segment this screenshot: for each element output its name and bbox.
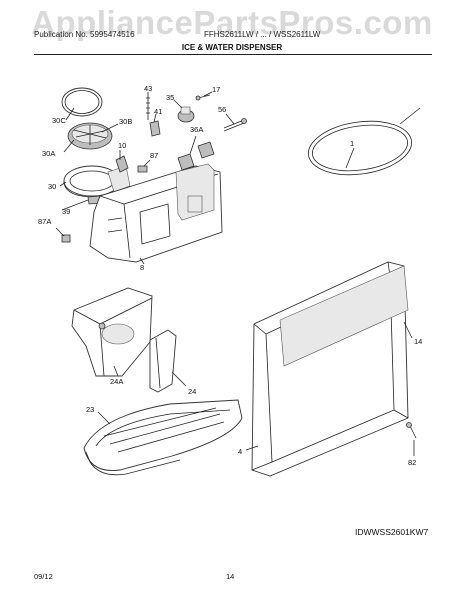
footer-page-number: 14 xyxy=(226,572,235,581)
callout-14: 14 xyxy=(414,337,422,346)
part-23-drip-tray xyxy=(83,399,243,476)
callout-30c: 30C xyxy=(52,116,66,125)
part-24a-chute xyxy=(71,287,153,377)
callout-41: 41 xyxy=(154,107,162,116)
part-17 xyxy=(195,94,211,101)
footer-date: 09/12 xyxy=(34,572,53,581)
part-82-screw xyxy=(406,422,417,439)
part-36a xyxy=(177,141,215,171)
leader-lines xyxy=(55,91,415,456)
callout-56: 56 xyxy=(218,105,226,114)
part-87 xyxy=(137,165,148,173)
header-rule xyxy=(34,54,432,55)
part-41 xyxy=(149,120,161,137)
part-8-housing xyxy=(89,163,223,263)
model-code: IDWWSS2601KW7 xyxy=(355,527,429,537)
part-30a-filter xyxy=(67,122,113,150)
callout-4: 4 xyxy=(238,447,242,456)
diagram-title: ICE & WATER DISPENSER xyxy=(181,43,283,52)
callout-36a: 36A xyxy=(190,125,203,134)
callout-8: 8 xyxy=(140,263,144,272)
callout-43: 43 xyxy=(144,84,152,93)
callout-17: 17 xyxy=(212,85,220,94)
callout-10: 10 xyxy=(118,141,126,150)
part-30-ring xyxy=(63,165,131,198)
callout-30: 30 xyxy=(48,182,56,191)
callout-87: 87 xyxy=(150,151,158,160)
model-list: FFHS2611LW / ... / WSS2611LW xyxy=(204,30,321,39)
callout-24a: 24A xyxy=(110,377,123,386)
callout-35: 35 xyxy=(166,93,174,102)
part-35 xyxy=(177,106,195,123)
callout-1: 1 xyxy=(350,139,354,148)
part-1-tubing xyxy=(307,107,421,176)
callout-30a: 30A xyxy=(42,149,55,158)
callout-24: 24 xyxy=(188,387,196,396)
part-14-panel xyxy=(279,265,409,367)
callout-87a: 87A xyxy=(38,217,51,226)
callout-82: 82 xyxy=(408,458,416,467)
part-56 xyxy=(223,118,247,132)
part-30c-ring xyxy=(61,87,103,117)
part-43 xyxy=(146,96,150,120)
callout-39: 39 xyxy=(62,207,70,216)
part-10 xyxy=(115,155,129,173)
callout-23: 23 xyxy=(86,405,94,414)
part-24-lever xyxy=(149,329,177,393)
watermark: AppliancePartsPros.com xyxy=(31,4,433,41)
callout-30b: 30B xyxy=(119,117,132,126)
part-87a xyxy=(61,234,71,243)
publication-number: Publication No. 5995474516 xyxy=(34,30,135,39)
